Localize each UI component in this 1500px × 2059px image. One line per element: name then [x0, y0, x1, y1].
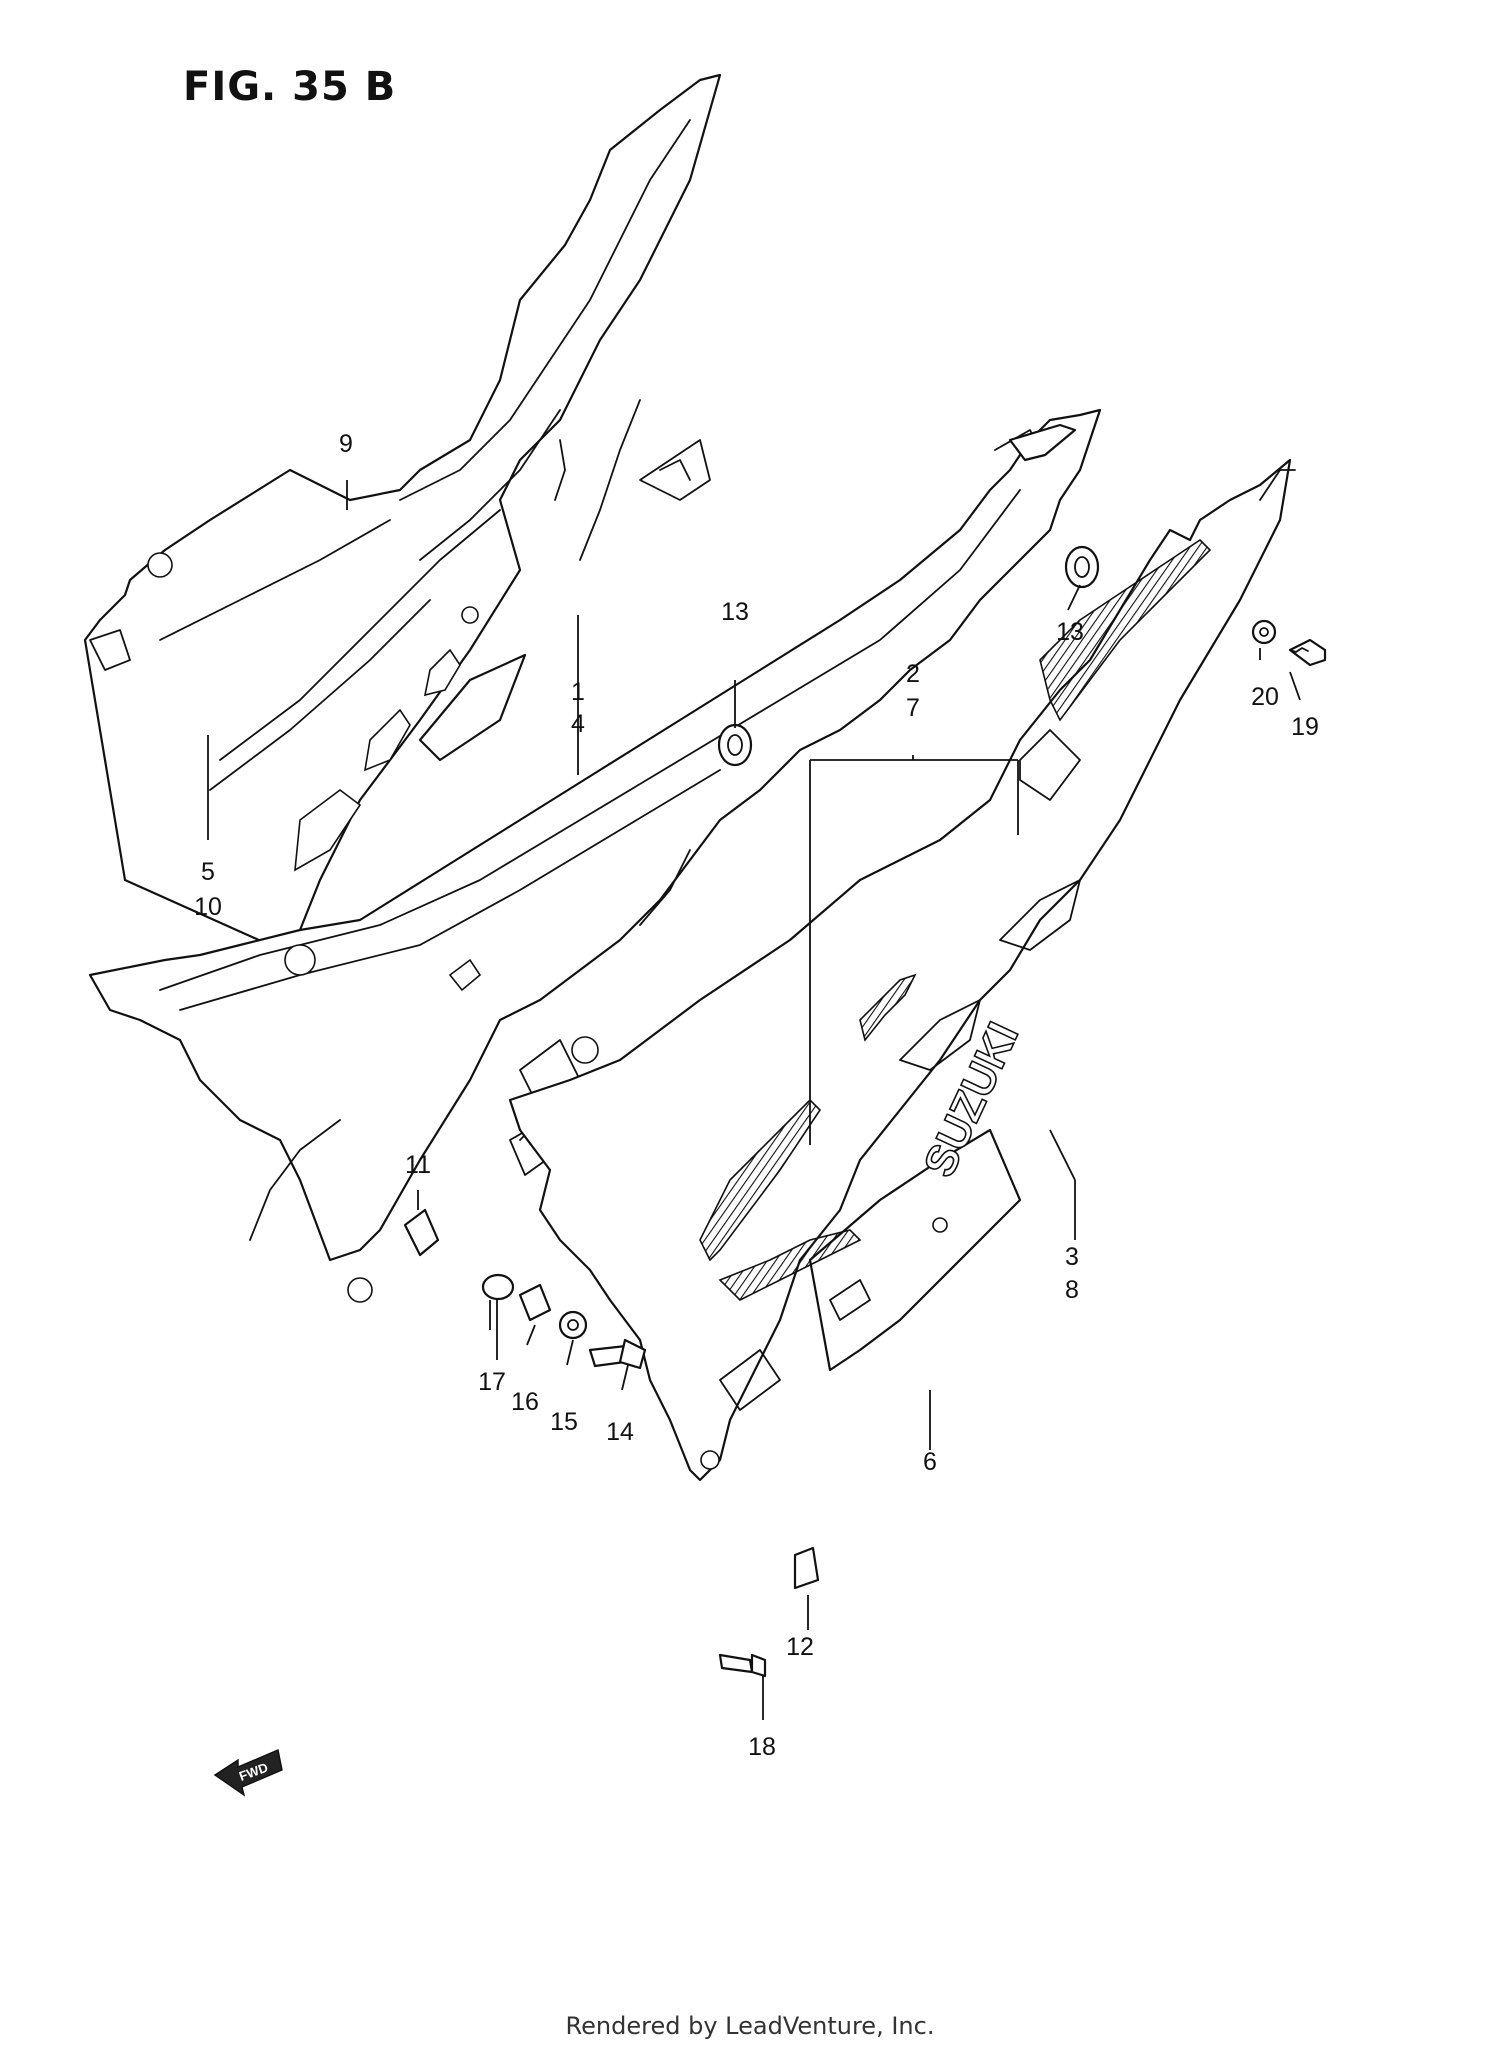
footer-credit: Rendered by LeadVenture, Inc. — [565, 2012, 935, 2040]
callout-13-right: 13 — [1056, 618, 1084, 646]
callout-18: 18 — [748, 1733, 776, 1761]
upper-frame-cover — [83, 73, 722, 952]
callout-12: 12 — [786, 1633, 814, 1661]
callout-20: 20 — [1251, 683, 1279, 711]
callout-6: 6 — [923, 1448, 937, 1476]
leader-lines — [207, 480, 1301, 1720]
main-frame-cover — [88, 408, 1102, 1303]
callout-11: 11 — [405, 1151, 431, 1179]
callout-14: 14 — [606, 1418, 634, 1446]
callout-17: 17 — [478, 1368, 506, 1396]
figure-title: FIG. 35 B — [183, 64, 397, 110]
right-side-cover: SUZUKI — [508, 458, 1296, 1482]
callout-9: 9 — [339, 430, 353, 458]
hardware-parts — [403, 545, 1327, 1678]
callout-15: 15 — [550, 1408, 578, 1436]
callout-13-left: 13 — [721, 598, 749, 626]
forward-direction-arrow: FWD — [213, 1749, 283, 1797]
callout-19: 19 — [1291, 713, 1319, 741]
callout-16: 16 — [511, 1388, 539, 1416]
